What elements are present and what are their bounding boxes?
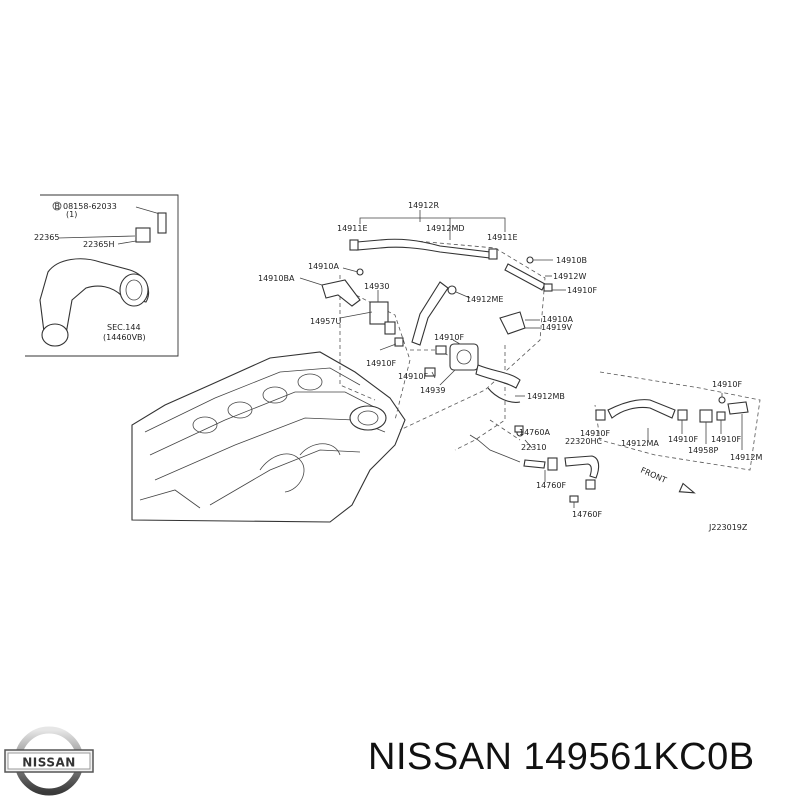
front-label: FRONT — [639, 466, 668, 485]
label-14910f-right-a: 14910F — [668, 435, 698, 444]
label-14912w: 14912W — [553, 272, 586, 281]
part-number-caption: NISSAN 149561KC0B — [368, 736, 755, 778]
sensor-22365 — [135, 227, 151, 243]
label-14910a-right: 14910A — [542, 315, 573, 324]
label-14911e-left: 14911E — [337, 224, 368, 233]
hose-14912mb — [475, 364, 521, 389]
hose-14912w — [504, 263, 546, 291]
hose-14912ma — [607, 399, 676, 419]
label-14460vb: (14460VB) — [103, 333, 146, 342]
label-14957u: 14957U — [310, 317, 341, 326]
label-14911e-right: 14911E — [487, 233, 518, 242]
engine-assembly — [131, 351, 406, 523]
hose-assembly-right — [595, 393, 749, 450]
valve-14958p — [699, 409, 713, 423]
label-14910f-bottom: 14910F — [580, 429, 610, 438]
duct-flange — [41, 323, 69, 347]
label-14910f-lower: 14910F — [398, 372, 428, 381]
label-14910f-top-right: 14910F — [567, 286, 597, 295]
hose-assembly-top — [299, 210, 566, 403]
arrow-icon — [678, 482, 696, 494]
intake-duct — [39, 258, 150, 335]
part-labels: 14912R 14911E 14912MD 14911E 14910B 1491… — [258, 201, 762, 532]
label-14930: 14930 — [364, 282, 389, 291]
label-bolt-qty: (1) — [66, 210, 77, 219]
label-sec-144: SEC.144 — [107, 323, 141, 332]
label-14912md: 14912MD — [426, 224, 465, 233]
bracket-14919v — [499, 311, 526, 335]
bolt-marker-icon — [52, 201, 62, 211]
label-14910f-far-right: 14910F — [712, 380, 742, 389]
label-22320hc: 22320HC — [565, 437, 602, 446]
label-14912ma: 14912MA — [621, 439, 659, 448]
label-14912r: 14912R — [408, 201, 439, 210]
label-14919v: 14919V — [541, 323, 572, 332]
diagram-code: J223019Z — [708, 523, 748, 532]
front-arrow: FRONT — [639, 466, 696, 494]
label-14760a: 14760A — [519, 428, 550, 437]
label-14760f-upper: 14760F — [536, 481, 566, 490]
label-14912me: 14912ME — [466, 295, 503, 304]
throttle-body — [349, 405, 387, 431]
bracket-14910ba — [321, 279, 361, 307]
label-22310: 22310 — [521, 443, 546, 452]
label-bolt-08158-62033: 08158-62033 — [63, 202, 117, 211]
bolt-icon — [157, 212, 167, 234]
label-14910f-right-b: 14910F — [711, 435, 741, 444]
label-14910f-mid: 14910F — [434, 333, 464, 342]
pipe-22310 — [523, 459, 546, 469]
label-22365h: 22365H — [83, 240, 114, 249]
label-22365: 22365 — [34, 233, 59, 242]
label-14910a-left: 14910A — [308, 262, 339, 271]
purge-valve-14939 — [449, 343, 479, 371]
label-14760f-lower: 14760F — [572, 510, 602, 519]
hose-22320hc — [564, 455, 600, 479]
label-14912mb: 14912MB — [527, 392, 565, 401]
hose-14912md — [356, 238, 491, 259]
nissan-logo-icon: NISSAN — [4, 726, 94, 796]
label-14910b: 14910B — [556, 256, 587, 265]
hose-14912m — [727, 401, 749, 415]
label-14939: 14939 — [420, 386, 445, 395]
label-14910ba: 14910BA — [258, 274, 295, 283]
valve-14930 — [369, 301, 389, 325]
hose-assembly-bottom — [469, 425, 600, 508]
bolt-marker: B — [55, 202, 61, 211]
label-14958p: 14958P — [688, 446, 718, 455]
label-14912m: 14912M — [730, 453, 762, 462]
logo-text: NISSAN — [22, 756, 76, 770]
label-14910f-left: 14910F — [366, 359, 396, 368]
inset-detail: B 08158-62033 (1) 22365 22365H SEC.144 (… — [25, 194, 179, 357]
